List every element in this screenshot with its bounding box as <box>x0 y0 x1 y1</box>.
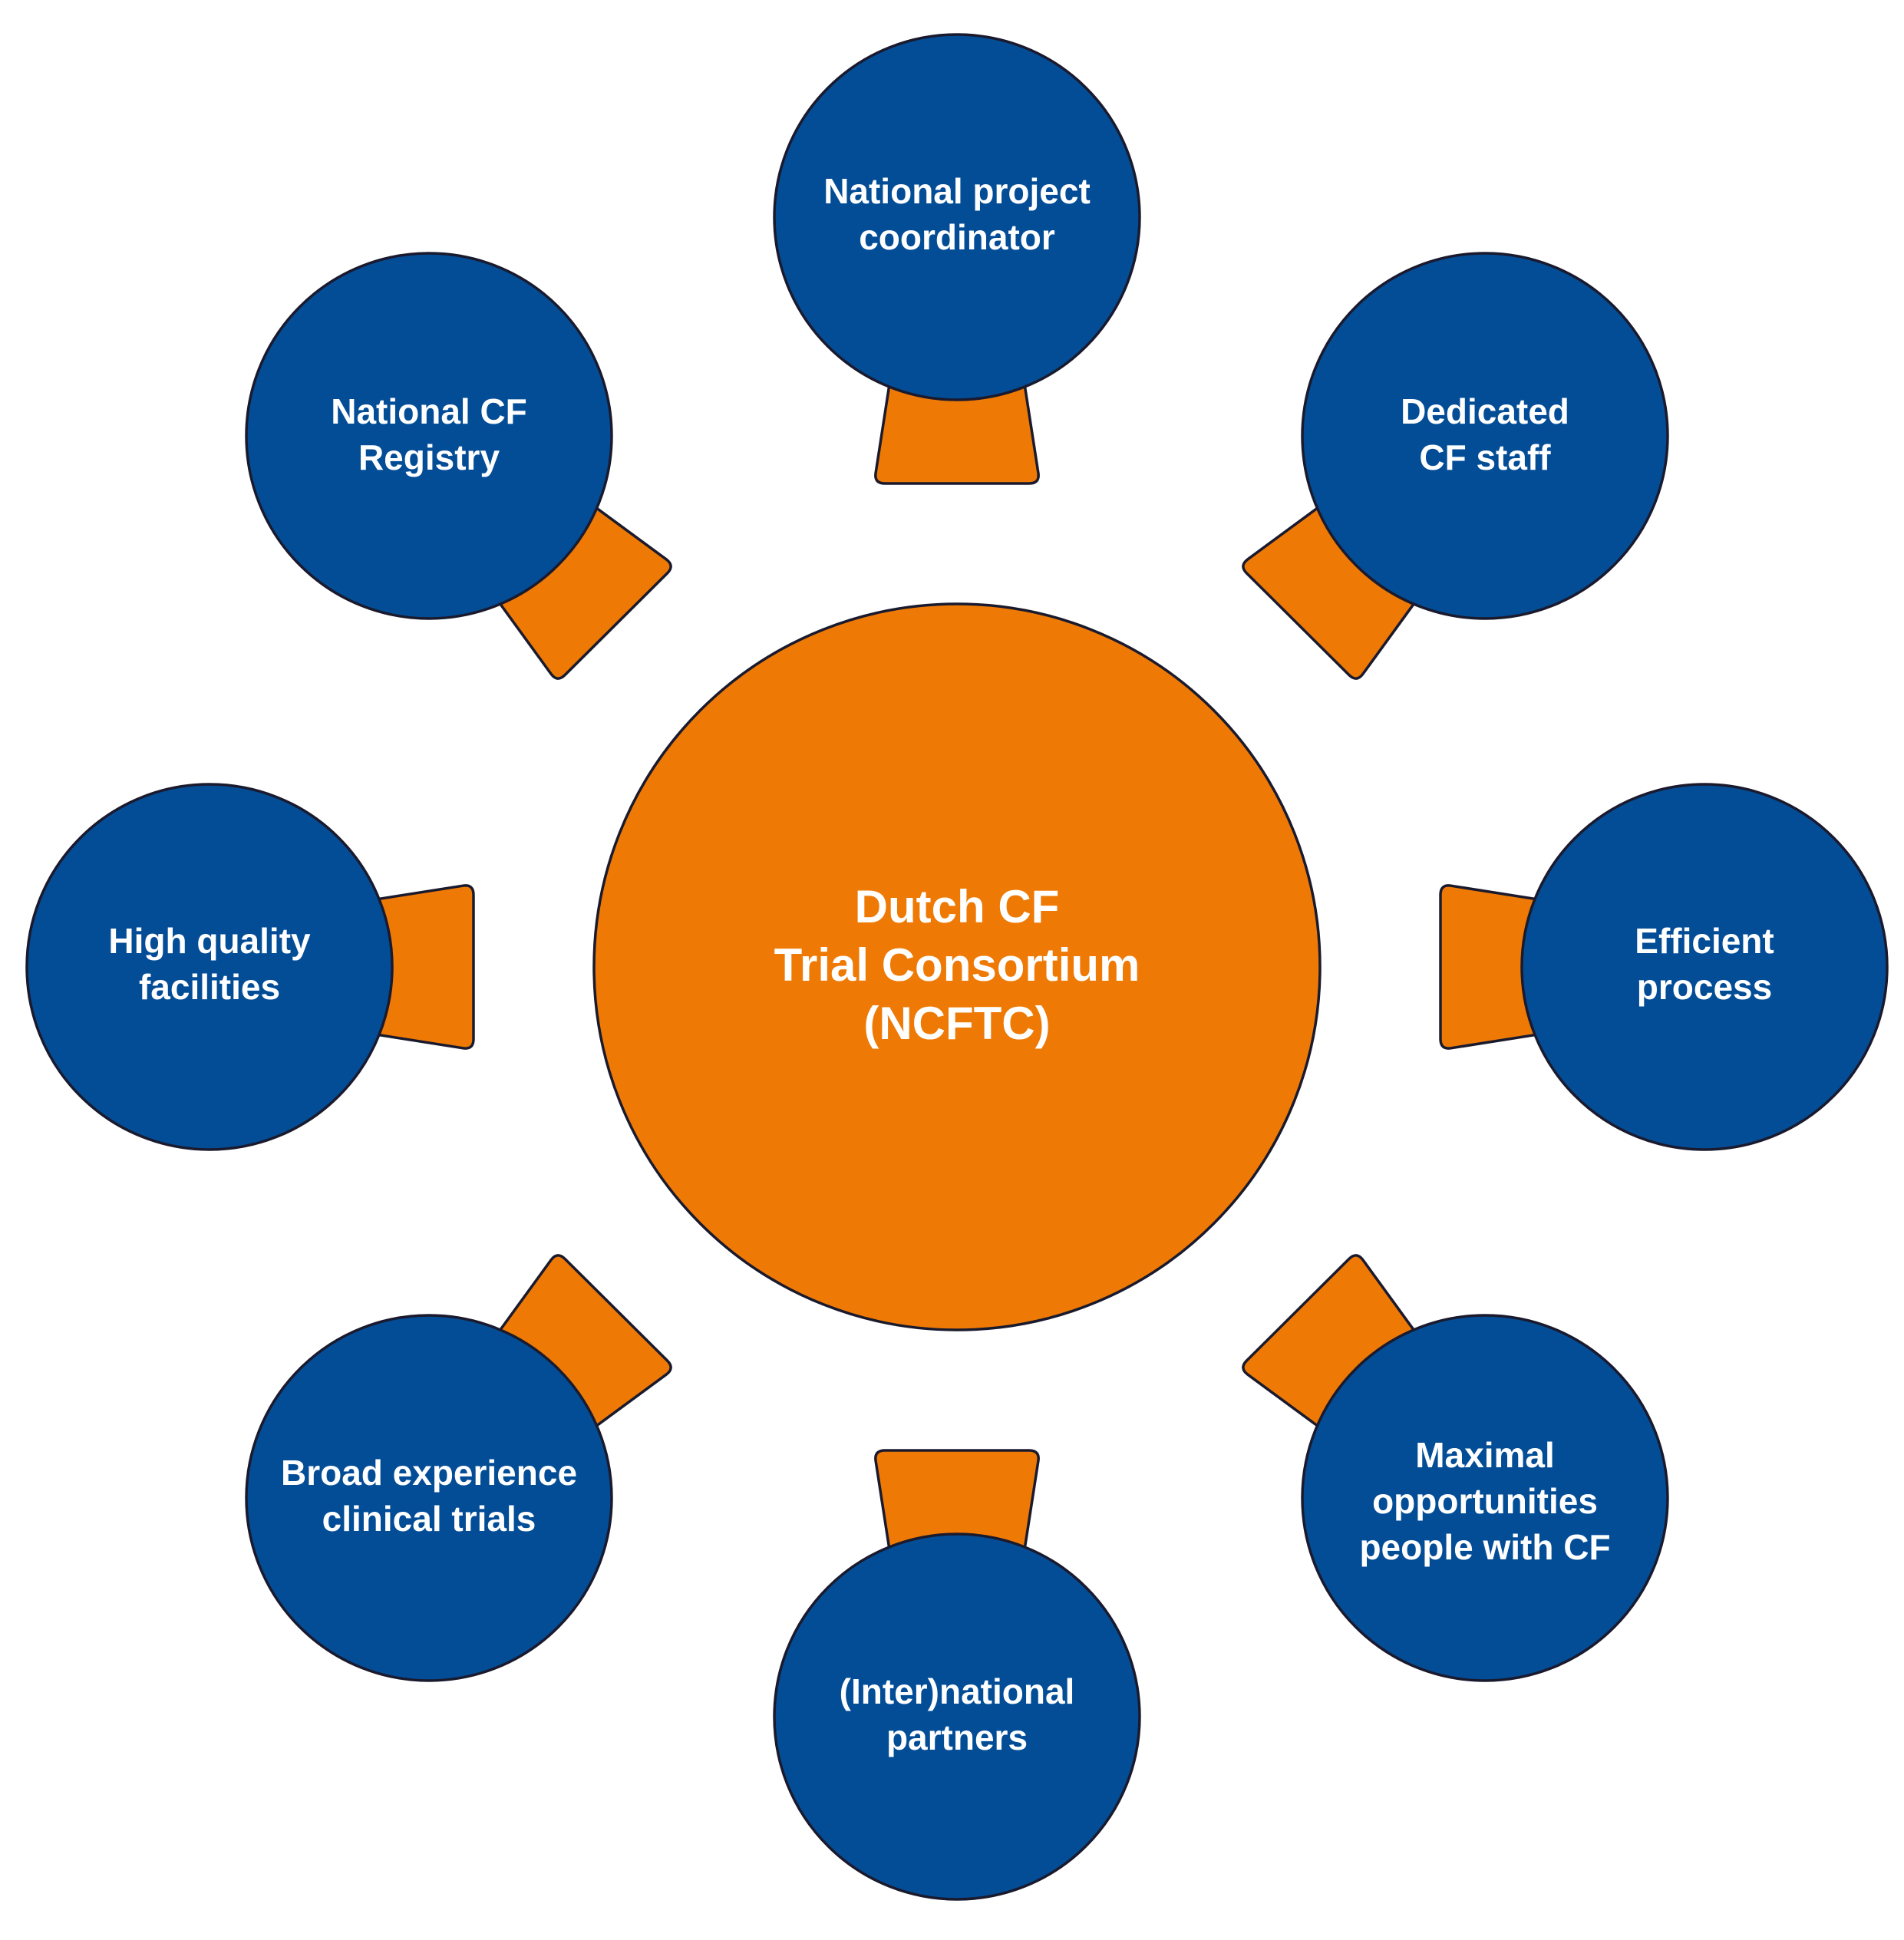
node-label-line: process <box>1637 967 1772 1007</box>
hub-label-line: Dutch CF <box>855 881 1060 932</box>
hub-label-line: Trial Consortium <box>774 939 1140 991</box>
node-label: National CF Registry <box>331 391 527 477</box>
node-label-line: people with CF <box>1359 1527 1610 1567</box>
hub: Dutch CF Trial Consortium (NCFTC) <box>592 602 1322 1331</box>
node-label-line: Efficient <box>1635 921 1774 961</box>
node-broad-experience: Broad experience clinical trials <box>245 1314 613 1682</box>
node-label-line: High quality <box>108 921 311 961</box>
hub-label-line: (NCFTC) <box>863 998 1050 1049</box>
node-circle <box>245 252 613 620</box>
node-dedicated-cf-staff: Dedicated CF staff <box>1301 252 1669 620</box>
hub-label: Dutch CF Trial Consortium (NCFTC) <box>774 881 1140 1049</box>
node-label-line: CF staff <box>1419 437 1551 477</box>
hub-circle <box>592 602 1322 1331</box>
node-label-line: (Inter)national <box>840 1671 1075 1711</box>
node-label: Maximal opportunities people with CF <box>1359 1435 1610 1567</box>
node-label-line: Dedicated <box>1401 391 1569 431</box>
node-high-quality-facilities: High quality facilities <box>25 783 394 1151</box>
node-circle <box>773 33 1141 401</box>
node-label-line: opportunities <box>1372 1481 1598 1521</box>
node-national-cf-registry: National CF Registry <box>245 252 613 620</box>
node-label-line: facilities <box>139 967 280 1007</box>
node-international-partners: (Inter)national partners <box>773 1533 1141 1901</box>
node-national-project-coordinator: National project coordinator <box>773 33 1141 401</box>
node-label: Dedicated CF staff <box>1401 391 1569 477</box>
node-maximal-opportunities: Maximal opportunities people with CF <box>1301 1314 1669 1682</box>
node-circle <box>1301 1314 1669 1682</box>
node-label: (Inter)national partners <box>840 1671 1075 1757</box>
node-label-line: National project <box>823 171 1091 211</box>
node-label-line: Broad experience <box>281 1453 577 1493</box>
node-circle <box>1520 783 1889 1151</box>
node-label-line: coordinator <box>859 217 1055 257</box>
node-label: National project coordinator <box>823 171 1091 257</box>
node-circle <box>1301 252 1669 620</box>
node-label-line: clinical trials <box>322 1499 536 1539</box>
node-label: Efficient process <box>1635 921 1774 1007</box>
node-circle <box>245 1314 613 1682</box>
node-label-line: National CF <box>331 391 527 431</box>
node-label: Broad experience clinical trials <box>281 1453 577 1539</box>
node-efficient-process: Efficient process <box>1520 783 1889 1151</box>
node-label: High quality facilities <box>108 921 311 1007</box>
node-label-line: partners <box>886 1717 1028 1757</box>
node-label-line: Registry <box>358 437 500 477</box>
node-label-line: Maximal <box>1415 1435 1555 1475</box>
node-circle <box>773 1533 1141 1901</box>
node-circle <box>25 783 394 1151</box>
